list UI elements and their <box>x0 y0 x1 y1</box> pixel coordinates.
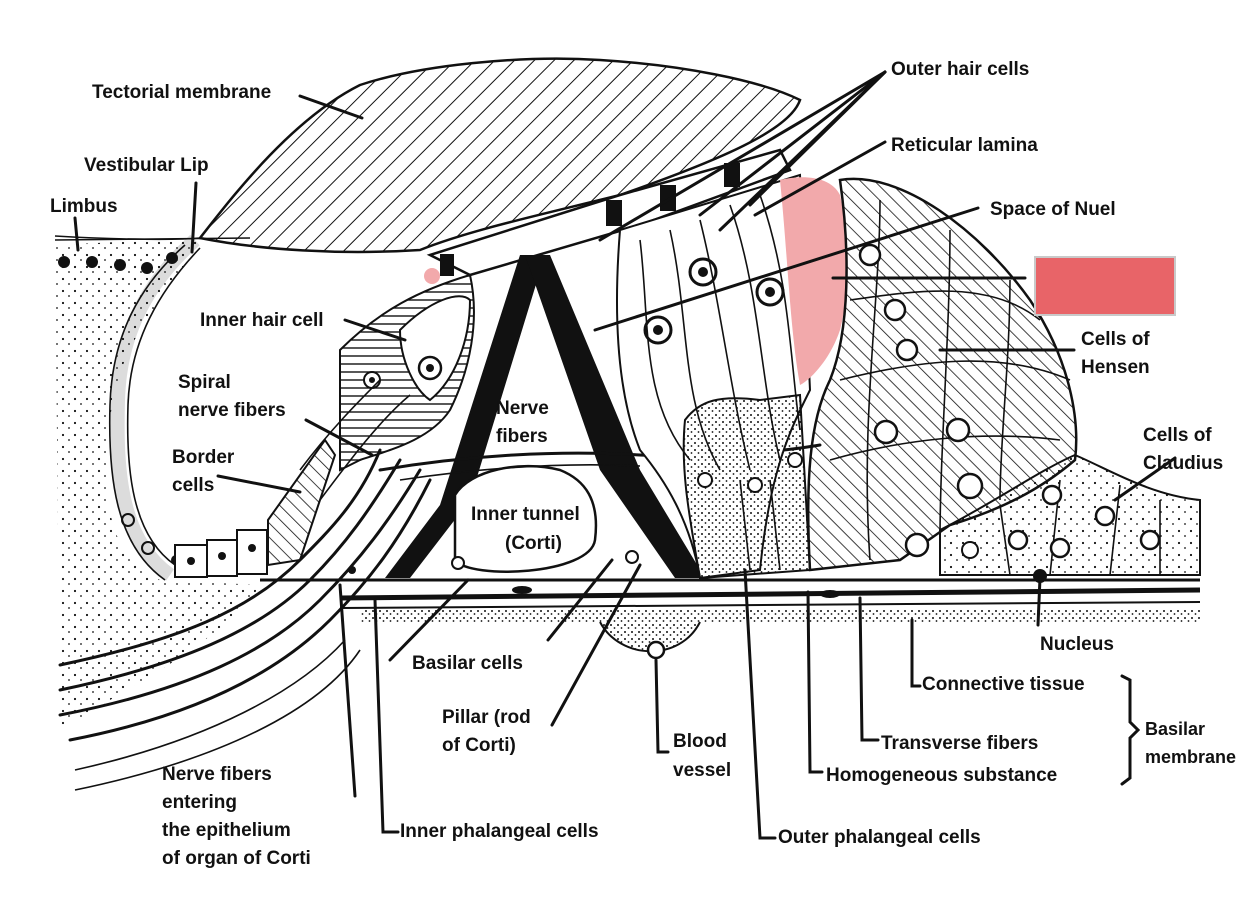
label-inner-hair-cell: Inner hair cell <box>200 310 324 331</box>
band-marks <box>440 163 740 276</box>
border-cells-row <box>174 529 268 578</box>
label-border-2: cells <box>172 475 214 496</box>
label-nerve-entering-3: the epithelium <box>162 820 291 841</box>
label-pillar-2: of Corti) <box>442 735 516 756</box>
outer-cell-fibers <box>639 194 801 571</box>
basilar-membrane-brace <box>1120 674 1141 786</box>
label-inner-tunnel-1: Inner tunnel <box>471 504 580 525</box>
label-inner-phalangeal-cells: Inner phalangeal cells <box>400 821 599 842</box>
label-spiral-1: Spiral <box>178 372 231 393</box>
label-outer-phalangeal-cells: Outer phalangeal cells <box>778 827 981 848</box>
label-basilar-1: Basilar <box>1145 719 1205 739</box>
limbus <box>55 238 260 730</box>
label-spiral-2: nerve fibers <box>178 400 286 421</box>
label-claudius-2: Claudius <box>1143 453 1223 474</box>
inner-sulcus-lining <box>110 234 200 581</box>
label-nerve-fibers-2: fibers <box>496 426 548 447</box>
label-hensen-1: Cells of <box>1081 329 1150 350</box>
label-transverse-fibers: Transverse fibers <box>881 733 1038 754</box>
blood-vessel <box>646 640 666 660</box>
nerve-fiber-bundle <box>58 379 432 791</box>
label-pillar-1: Pillar (rod <box>442 707 531 728</box>
inner-pillar <box>385 255 545 578</box>
border-cell-shape <box>267 438 337 567</box>
label-inner-tunnel-2: (Corti) <box>505 533 562 554</box>
label-limbus: Limbus <box>50 196 118 217</box>
label-nerve-fibers-1: Nerve <box>496 398 549 419</box>
label-nucleus: Nucleus <box>1040 634 1114 655</box>
label-connective-tissue: Connective tissue <box>922 674 1085 695</box>
label-blood-vessel-2: vessel <box>673 760 731 781</box>
label-basilar-2: membrane <box>1145 747 1236 767</box>
hensen-nuclei <box>858 243 984 558</box>
label-space-of-nuel: Space of Nuel <box>990 199 1116 220</box>
pink-dot <box>424 268 440 284</box>
label-claudius-1: Cells of <box>1143 425 1212 446</box>
space-of-nuel-highlight <box>780 177 848 385</box>
inner-hair-cell <box>398 295 472 402</box>
label-nerve-entering-2: entering <box>162 792 237 813</box>
label-hensen-2: Hensen <box>1081 357 1150 378</box>
outer-phalangeal-cells <box>682 393 812 580</box>
outer-hair-cell-nuclei <box>643 257 803 493</box>
label-basilar-cells: Basilar cells <box>412 653 523 674</box>
hensen-cell-borders <box>829 199 1071 561</box>
sulcus-cells <box>58 252 181 565</box>
basilar-cell-nuclei <box>348 550 639 574</box>
label-nerve-entering-1: Nerve fibers <box>162 764 272 785</box>
label-border-1: Border <box>172 447 235 468</box>
label-outer-hair-cells: Outer hair cells <box>891 59 1029 80</box>
label-homogeneous-substance: Homogeneous substance <box>826 765 1057 786</box>
label-tectorial-membrane: Tectorial membrane <box>92 82 271 103</box>
label-reticular-lamina: Reticular lamina <box>891 135 1038 156</box>
leader-lines <box>73 70 1177 840</box>
tectorial-membrane <box>197 57 802 254</box>
claudius-nuclei <box>961 484 1161 559</box>
hidden-label-box <box>1034 256 1176 316</box>
label-nerve-entering-4: of organ of Corti <box>162 848 311 869</box>
label-blood-vessel-1: Blood <box>673 731 727 752</box>
outer-pillar <box>525 255 705 578</box>
label-vestibular-lip: Vestibular Lip <box>84 155 209 176</box>
